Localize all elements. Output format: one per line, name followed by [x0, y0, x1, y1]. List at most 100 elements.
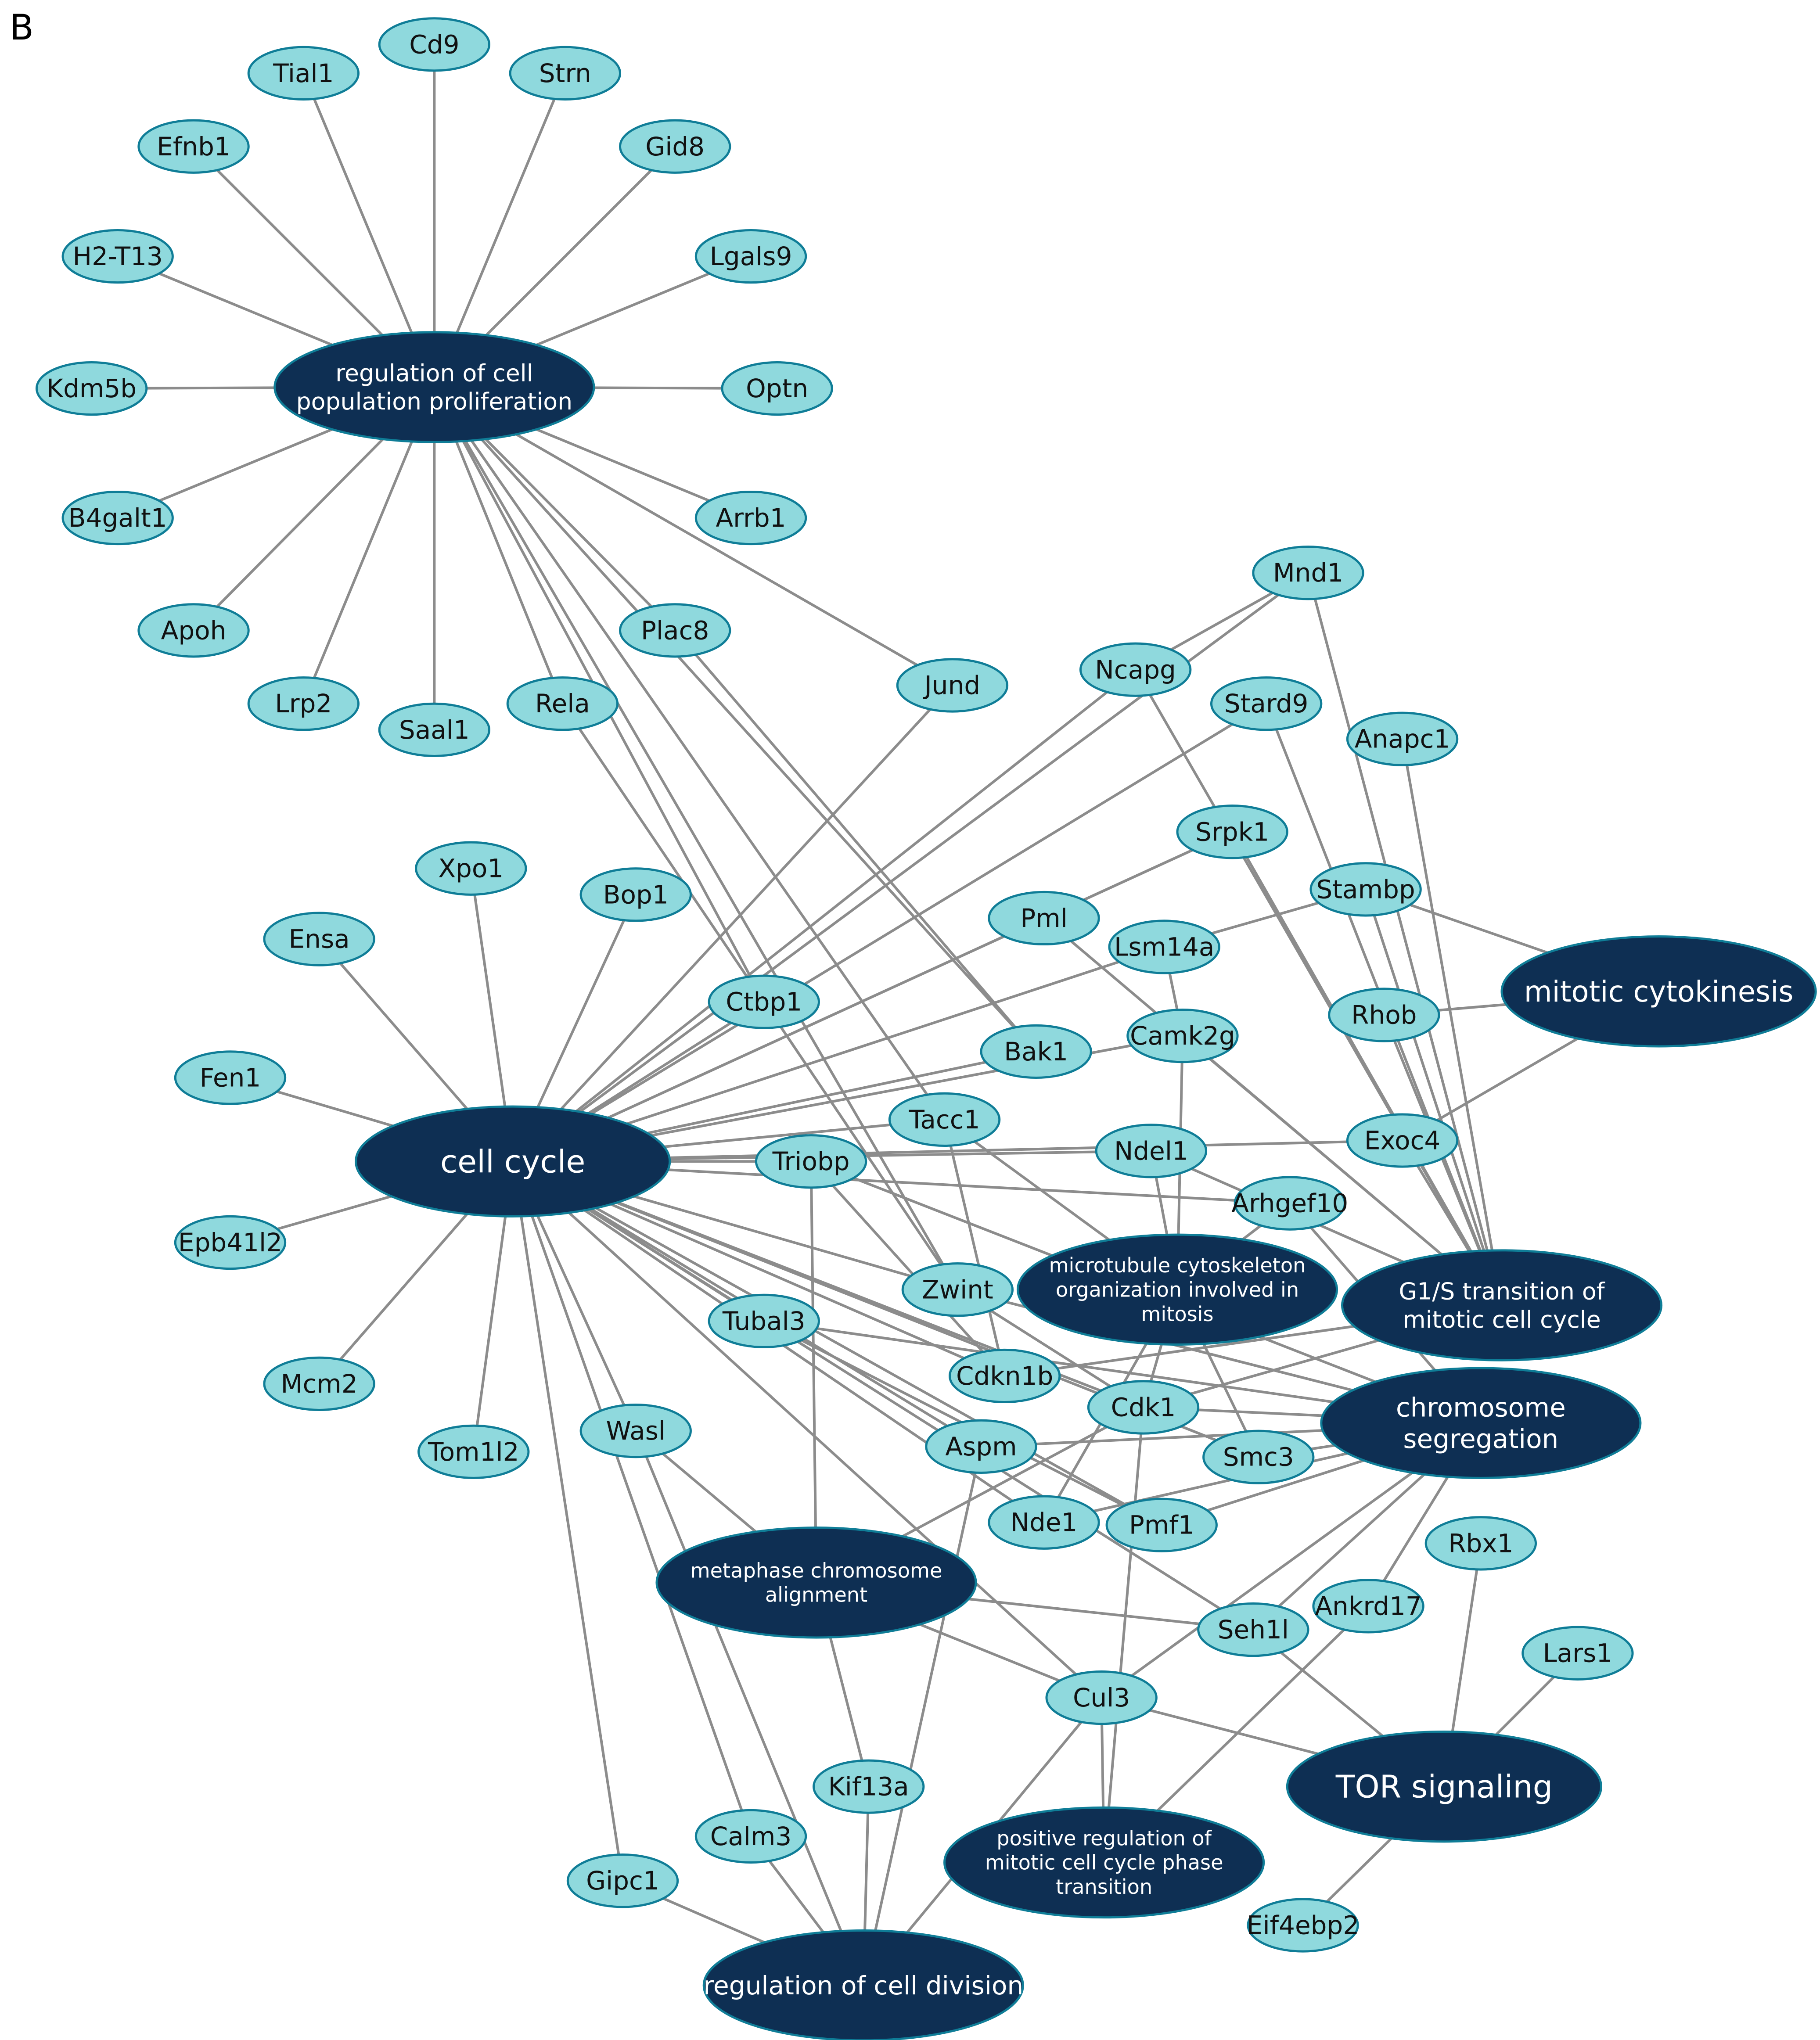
gene-shape	[247, 676, 360, 731]
gene-node-ctbp1[interactable]: Ctbp1	[708, 974, 820, 1029]
term-node-mitcyto[interactable]: mitotic cytokinesis	[1500, 935, 1817, 1048]
gene-label: Efnb1	[157, 132, 230, 162]
gene-node-epb41l2[interactable]: Epb41l2	[174, 1215, 287, 1270]
gene-shape	[137, 603, 250, 658]
gene-node-mnd1[interactable]: Mnd1	[1252, 546, 1364, 600]
term-node-tor[interactable]: TOR signaling	[1286, 1731, 1603, 1843]
gene-shape	[708, 1293, 820, 1348]
term-node-cellcycle[interactable]: cell cycle	[355, 1105, 671, 1218]
gene-node-cd9[interactable]: Cd9	[378, 17, 491, 72]
gene-shape	[888, 1092, 1001, 1147]
gene-node-apoh[interactable]: Apoh	[137, 603, 250, 658]
gene-node-efnb1[interactable]: Efnb1	[137, 119, 250, 174]
gene-node-pml[interactable]: Pml	[988, 891, 1100, 946]
gene-node-arrb1[interactable]: Arrb1	[694, 490, 807, 546]
gene-label: Ensa	[289, 924, 350, 954]
gene-shape	[1210, 676, 1323, 731]
gene-node-aspm[interactable]: Aspm	[925, 1419, 1037, 1474]
gene-node-mcm2[interactable]: Mcm2	[263, 1356, 375, 1411]
gene-node-b4galt1[interactable]: B4galt1	[61, 490, 174, 546]
gene-node-ensa[interactable]: Ensa	[263, 912, 375, 966]
gene-node-anapc1[interactable]: Anapc1	[1346, 711, 1459, 766]
gene-node-fen1[interactable]: Fen1	[174, 1050, 287, 1105]
gene-label: Bak1	[1004, 1037, 1068, 1067]
gene-label: Ankrd17	[1315, 1591, 1421, 1621]
gene-node-stambp[interactable]: Stambp	[1309, 862, 1422, 917]
gene-label: H2-T13	[73, 241, 163, 271]
edge-celldiv-wasl	[634, 1430, 865, 1986]
gene-node-nde1[interactable]: Nde1	[988, 1495, 1100, 1550]
gene-node-stard9[interactable]: Stard9	[1210, 676, 1323, 731]
gene-node-camk2g[interactable]: Camk2g	[1126, 1009, 1239, 1063]
gene-node-optn[interactable]: Optn	[721, 361, 833, 416]
gene-label: Stambp	[1316, 874, 1415, 904]
gene-label: Triobp	[772, 1146, 850, 1176]
gene-node-bop1[interactable]: Bop1	[579, 867, 692, 922]
gene-node-lsm14a[interactable]: Lsm14a	[1108, 919, 1220, 974]
gene-label: Aspm	[945, 1432, 1017, 1462]
term-label-line: metaphase chromosome	[691, 1559, 942, 1582]
gene-node-seh1l[interactable]: Seh1l	[1197, 1602, 1309, 1657]
edge-celldiv-aspm	[862, 1446, 982, 1986]
gene-node-calm3[interactable]: Calm3	[694, 1809, 807, 1864]
gene-shape	[1424, 1516, 1537, 1571]
gene-node-cdkn1b[interactable]: Cdkn1b	[948, 1348, 1061, 1404]
gene-node-xpo1[interactable]: Xpo1	[415, 841, 527, 896]
gene-label: Camk2g	[1130, 1021, 1235, 1051]
gene-node-cdk1[interactable]: Cdk1	[1087, 1380, 1200, 1435]
gene-node-kdm5b[interactable]: Kdm5b	[35, 361, 148, 416]
gene-node-zwint[interactable]: Zwint	[901, 1262, 1014, 1317]
gene-label: Gid8	[645, 132, 705, 162]
gene-node-jund[interactable]: Jund	[896, 658, 1009, 713]
gene-node-arhgef10[interactable]: Arhgef10	[1231, 1176, 1348, 1231]
gene-node-rela[interactable]: Rela	[506, 676, 619, 731]
term-label-line: G1/S transition of	[1399, 1278, 1605, 1305]
term-node-celldiv[interactable]: regulation of cell division	[702, 1929, 1024, 2040]
gene-node-exoc4[interactable]: Exoc4	[1346, 1113, 1459, 1168]
gene-node-smc3[interactable]: Smc3	[1202, 1429, 1315, 1484]
gene-node-srpk1[interactable]: Srpk1	[1176, 805, 1288, 859]
gene-node-lgals9[interactable]: Lgals9	[694, 229, 807, 284]
gene-node-tacc1[interactable]: Tacc1	[888, 1092, 1001, 1147]
gene-node-saal1[interactable]: Saal1	[378, 702, 491, 757]
gene-node-tubal3[interactable]: Tubal3	[708, 1293, 820, 1348]
gene-node-h2-t13[interactable]: H2-T13	[61, 229, 174, 284]
gene-node-strn[interactable]: Strn	[509, 46, 622, 101]
edge-cellcycle-cul3	[512, 1160, 1103, 1699]
term-label-line: organization involved in	[1056, 1278, 1299, 1301]
gene-node-ncapg[interactable]: Ncapg	[1079, 642, 1192, 697]
gene-label: Cdk1	[1111, 1392, 1176, 1422]
gene-node-bak1[interactable]: Bak1	[980, 1024, 1092, 1079]
gene-node-wasl[interactable]: Wasl	[579, 1404, 692, 1458]
gene-node-pmf1[interactable]: Pmf1	[1105, 1498, 1218, 1552]
gene-node-triobp[interactable]: Triobp	[755, 1134, 867, 1189]
gene-node-rhob[interactable]: Rhob	[1328, 988, 1440, 1042]
term-label-line: chromosome	[1396, 1393, 1566, 1423]
gene-node-ndel1[interactable]: Ndel1	[1095, 1124, 1208, 1178]
gene-node-kif13a[interactable]: Kif13a	[813, 1759, 925, 1814]
gene-node-tial1[interactable]: Tial1	[247, 46, 360, 101]
gene-node-eif4ebp2[interactable]: Eif4ebp2	[1247, 1898, 1359, 1953]
edge-g1s-anapc1	[1401, 739, 1503, 1306]
gene-label: Rela	[535, 689, 590, 718]
gene-node-gipc1[interactable]: Gipc1	[566, 1853, 679, 1908]
gene-label: Strn	[539, 58, 591, 88]
gene-node-rbx1[interactable]: Rbx1	[1424, 1516, 1537, 1571]
gene-label: Optn	[746, 374, 808, 403]
gene-node-lrp2[interactable]: Lrp2	[247, 676, 360, 731]
gene-node-plac8[interactable]: Plac8	[619, 603, 731, 658]
gene-label: Tom1l2	[428, 1437, 519, 1467]
gene-node-cul3[interactable]: Cul3	[1045, 1670, 1158, 1725]
gene-node-ankrd17[interactable]: Ankrd17	[1312, 1579, 1424, 1634]
gene-node-lars1[interactable]: Lars1	[1521, 1626, 1634, 1681]
gene-node-gid8[interactable]: Gid8	[619, 119, 731, 174]
gene-node-tom1l2[interactable]: Tom1l2	[417, 1424, 530, 1479]
gene-label: Kdm5b	[47, 374, 137, 403]
gene-label: Tacc1	[909, 1105, 980, 1135]
